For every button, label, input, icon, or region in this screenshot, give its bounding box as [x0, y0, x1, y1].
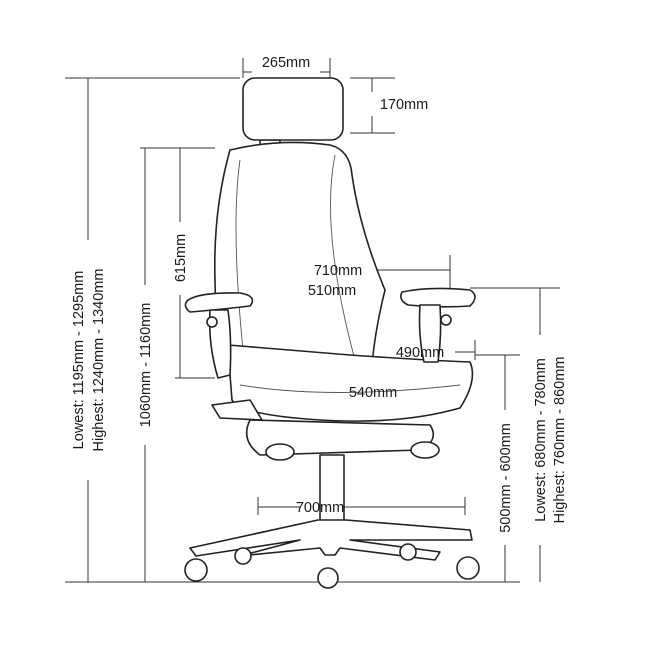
arm-height-highest-label: Highest: 760mm - 860mm — [552, 357, 568, 524]
backrest-height-label: 615mm — [173, 234, 189, 282]
headrest-height-label: 170mm — [380, 97, 428, 113]
overall-width-label: 710mm — [314, 263, 362, 279]
arm-height-lowest-label: Lowest: 680mm - 780mm — [533, 358, 549, 522]
seat-width-label: 540mm — [349, 385, 397, 401]
back-width-label: 510mm — [308, 283, 356, 299]
base-diameter-label: 700mm — [296, 500, 344, 516]
headrest-width-label: 265mm — [262, 55, 310, 71]
height-without-headrest-label: 1060mm - 1160mm — [138, 303, 154, 428]
seat-height-label: 500mm - 600mm — [498, 423, 514, 533]
seat-depth-label: 490mm — [396, 345, 444, 361]
overall-height-lowest-label: Lowest: 1195mm - 1295mm — [71, 271, 87, 450]
overall-height-highest-label: Highest: 1240mm - 1340mm — [91, 269, 107, 452]
chair-outline — [184, 77, 480, 589]
